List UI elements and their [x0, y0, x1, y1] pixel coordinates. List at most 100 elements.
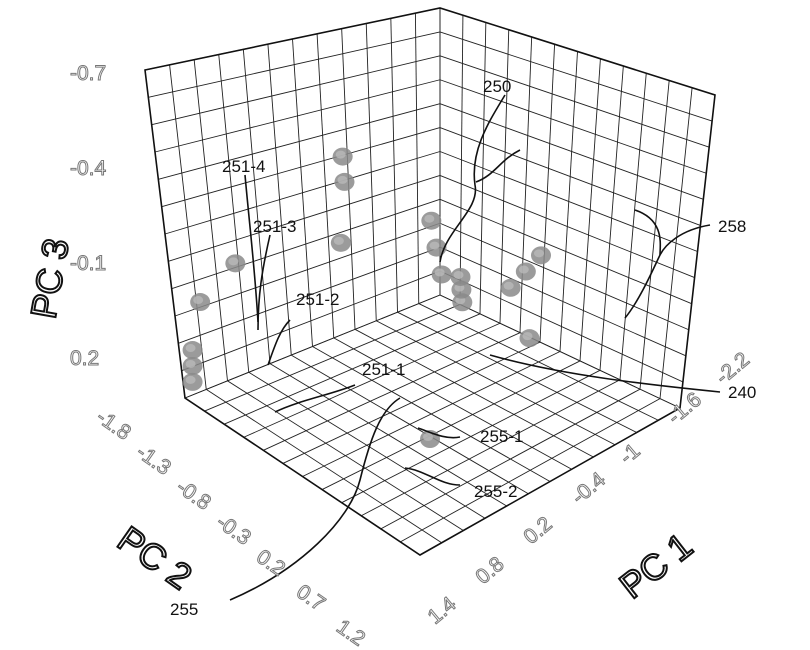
marker-highlight — [434, 268, 445, 277]
y-tick-label: 0.2 — [252, 545, 289, 581]
reference-label: 240 — [728, 383, 756, 402]
grid-line — [151, 55, 441, 126]
point-258 — [519, 329, 540, 348]
point-251-2 — [190, 293, 211, 312]
grid-line — [248, 371, 486, 519]
grid-line — [206, 389, 442, 544]
marker-highlight — [534, 249, 544, 258]
point-250 — [332, 147, 353, 166]
grid-line — [659, 87, 693, 399]
grid-line — [148, 31, 441, 98]
reference-label: 255-2 — [474, 482, 517, 501]
data-points — [182, 147, 551, 448]
reference-label: 258 — [718, 217, 746, 236]
point-258 — [500, 278, 521, 297]
grid-line — [169, 64, 207, 390]
y-tick-label: -1.8 — [92, 405, 135, 445]
leader-line — [274, 384, 356, 413]
reference-label: 250 — [483, 77, 511, 96]
marker-highlight — [335, 150, 346, 159]
grid-line — [639, 80, 670, 390]
z-tick-label: 0.2 — [70, 347, 99, 370]
grid-line — [321, 360, 581, 490]
reference-label: 255 — [170, 600, 198, 619]
grid-line — [227, 380, 464, 531]
z-tick-label: -0.1 — [70, 252, 106, 275]
reference-label: 255-1 — [480, 427, 523, 446]
point-255-2 — [450, 267, 471, 286]
point-251-3 — [182, 356, 203, 375]
x-tick-label: -0.4 — [567, 468, 610, 509]
point-251-1 — [225, 254, 246, 273]
point-251-4 — [182, 372, 203, 391]
point-255-1 — [426, 238, 447, 257]
y-tick-label: -0.8 — [172, 475, 215, 515]
point-251-3 — [182, 341, 203, 360]
leader-line — [404, 467, 461, 486]
point-258 — [515, 262, 536, 281]
grid-line — [291, 354, 529, 495]
y-tick-label: 1.2 — [332, 615, 369, 650]
marker-highlight — [185, 359, 196, 368]
y-tick-label: -1.3 — [132, 440, 175, 480]
axes-frame — [144, 7, 716, 556]
leader-line — [439, 94, 506, 263]
leader-line — [417, 427, 461, 439]
box-outline — [144, 7, 716, 556]
point-255-1 — [421, 211, 442, 230]
grid-line — [439, 103, 704, 200]
leader-line — [624, 224, 711, 319]
leader-line — [475, 149, 521, 183]
marker-highlight — [424, 214, 435, 223]
x-tick-label: 1.4 — [423, 592, 460, 629]
x-tick-label: -1.6 — [663, 388, 706, 429]
callout-leaders — [229, 94, 721, 601]
leader-line — [257, 234, 271, 331]
grid-line — [380, 388, 641, 530]
point-250 — [330, 233, 351, 252]
reference-label: 251-3 — [253, 217, 296, 236]
marker-highlight — [429, 241, 440, 250]
marker-highlight — [228, 257, 239, 266]
grid-line — [164, 151, 441, 235]
grid-line — [439, 127, 701, 226]
x-tick-label: 0.2 — [519, 512, 556, 548]
marker-highlight — [185, 344, 196, 353]
x-tick-label: 0.8 — [471, 552, 508, 588]
grid-line — [439, 79, 707, 174]
z-tick-label: -0.7 — [70, 62, 106, 85]
z-tick-label: -0.4 — [70, 157, 107, 180]
marker-highlight — [333, 236, 344, 245]
reference-labels: 250 251-4 251-3 251-2 251-1 255-1 255-2 255 258 2… — [170, 77, 756, 619]
marker-highlight — [518, 265, 529, 274]
reference-label: 251-4 — [222, 157, 265, 176]
x-axis-title: PC 1 — [612, 525, 700, 607]
marker-highlight — [522, 332, 533, 341]
grid-line — [341, 369, 601, 504]
marker-highlight — [503, 281, 514, 290]
reference-label: 251-2 — [296, 290, 339, 309]
grid-line — [439, 55, 710, 148]
grid-line — [400, 398, 661, 543]
leader-line — [634, 209, 662, 256]
grid-line — [619, 73, 647, 380]
reference-label: 251-1 — [362, 360, 405, 379]
marker-highlight — [193, 296, 204, 305]
grid-line — [267, 44, 292, 356]
point-250 — [334, 172, 355, 191]
y-tick-label: 0.7 — [292, 580, 329, 616]
leader-line — [489, 354, 721, 393]
y-tick-label: -0.3 — [212, 510, 255, 550]
x-tick-label: -1 — [615, 439, 644, 469]
marker-highlight — [185, 375, 196, 384]
leader-line — [267, 319, 291, 366]
leader-line — [244, 174, 259, 323]
marker-highlight — [423, 433, 433, 441]
z-axis-title: PC 3 — [23, 235, 77, 321]
grid-line — [269, 363, 507, 507]
point-258 — [531, 246, 551, 265]
y-axis-title: PC 2 — [110, 518, 199, 597]
grid-lines — [144, 7, 716, 556]
marker-highlight — [337, 175, 348, 184]
